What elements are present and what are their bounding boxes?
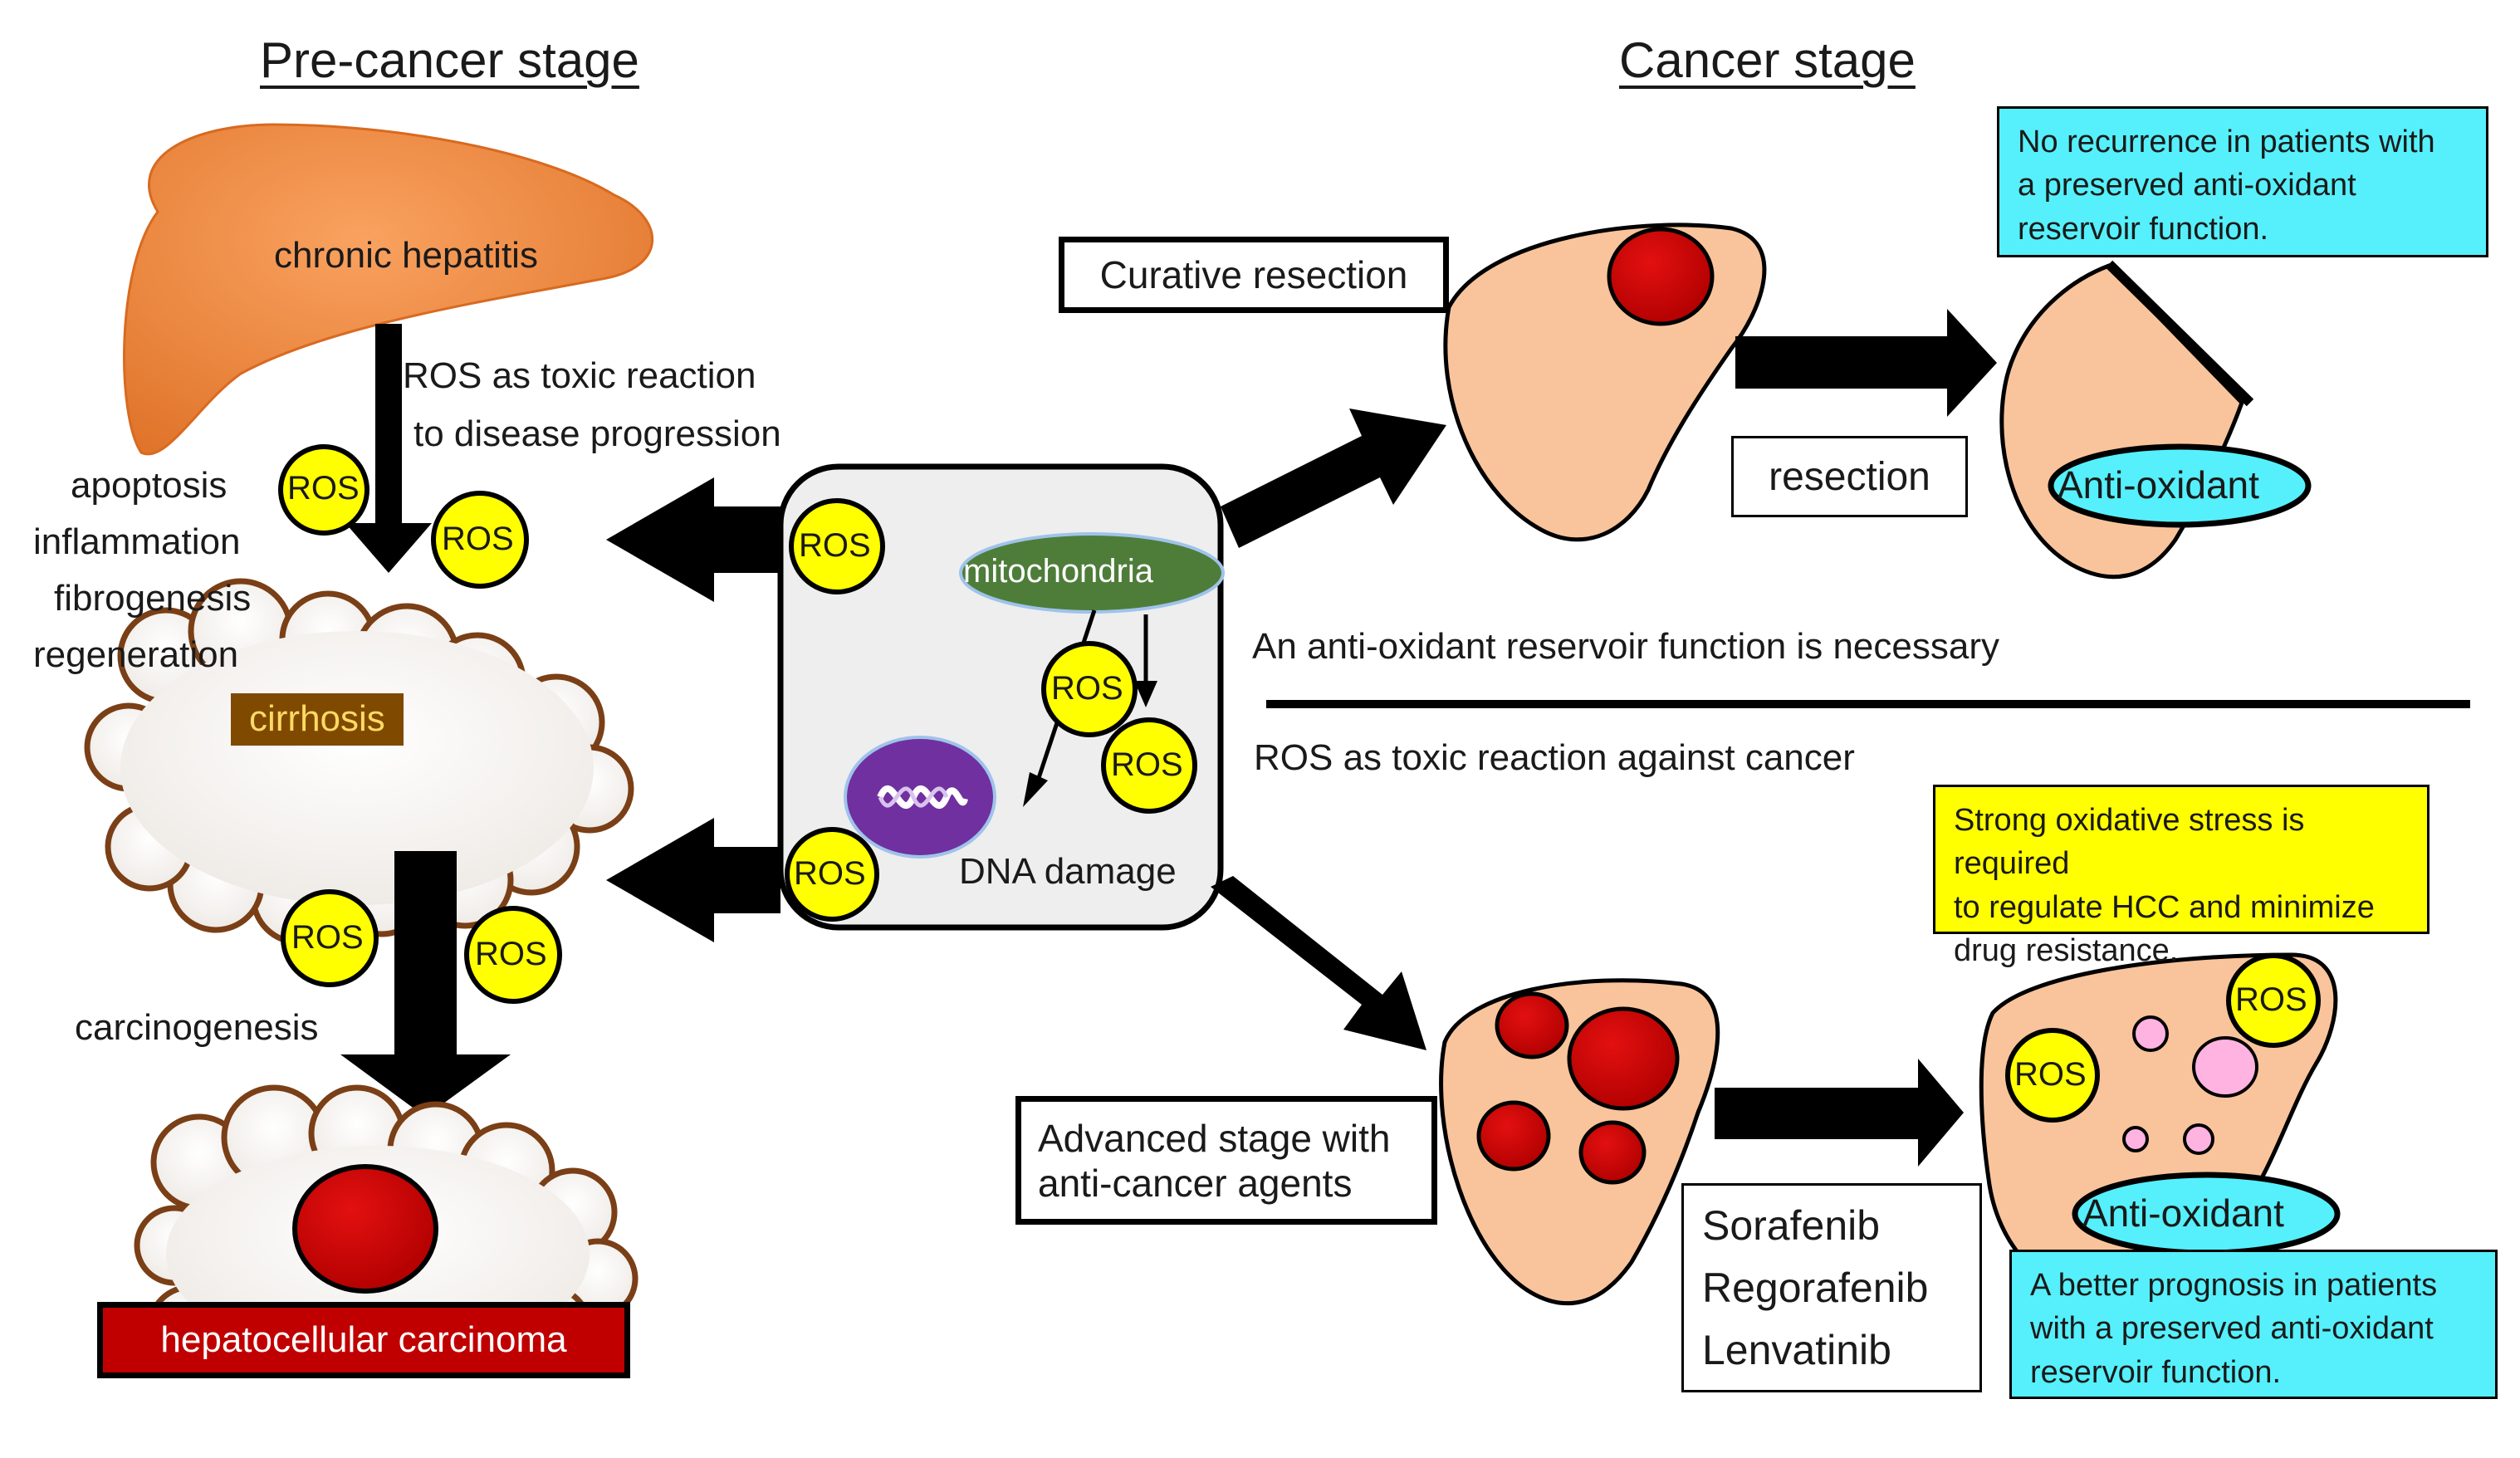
chronic-hepatitis-liver (123, 123, 654, 456)
process-regeneration: regeneration (33, 634, 239, 675)
ros-label: ROS (2014, 1056, 2087, 1093)
cancer-heading: Cancer stage (1619, 32, 1916, 88)
drug-lenvatinib: Lenvatinib (1702, 1326, 1891, 1373)
note-line: with a preserved anti-oxidant (2030, 1311, 2434, 1347)
note-line: reservoir function. (2030, 1354, 2282, 1390)
advanced-anti-oxidant-label: Anti-oxidant (2082, 1191, 2284, 1235)
hcc-label: hepatocellular carcinoma (97, 1302, 630, 1378)
drug-sorafenib: Sorafenib (1702, 1201, 1881, 1249)
no-recurrence-note: No recurrence in patients with a preserv… (1997, 106, 2488, 257)
curative-anti-oxidant (2048, 443, 2312, 528)
arrow-cirrhosis-to-hcc (340, 851, 511, 1117)
better-prognosis-note: A better prognosis in patients with a pr… (2009, 1250, 2498, 1399)
arrow-advanced-to-treated (1715, 1059, 1964, 1167)
process-inflammation: inflammation (33, 521, 241, 562)
note-line: a preserved anti-oxidant (2018, 168, 2356, 203)
note-line: No recurrence in patients with (2018, 125, 2435, 159)
arrow-hepatitis-to-cirrhosis (345, 324, 432, 573)
carcinogenesis-label: carcinogenesis (75, 1007, 319, 1048)
curative-anti-oxidant-label: Anti-oxidant (2058, 463, 2259, 506)
process-apoptosis: apoptosis (71, 465, 228, 506)
ros-label: ROS (291, 919, 364, 956)
arrow-cell-to-hepatitis (606, 477, 780, 602)
ros-label: ROS (799, 527, 871, 564)
ros-against-cancer-text: ROS as toxic reaction against cancer (1254, 737, 1855, 778)
note-line: to regulate HCC and minimize (1954, 889, 2375, 925)
resection-line (2105, 260, 2254, 407)
hcc-tumor (292, 1164, 438, 1294)
advanced-label-line: anti-cancer agents (1038, 1161, 1353, 1205)
note-line: A better prognosis in patients (2030, 1268, 2438, 1303)
ros-toxic-label-line2: to disease progression (413, 413, 781, 454)
cirrhosis-label: cirrhosis (231, 693, 404, 746)
mitochondria-label: mitochondria (963, 553, 1154, 590)
resected-liver (1999, 263, 2244, 580)
ros-toxic-label-line1: ROS as toxic reaction (403, 355, 756, 396)
process-fibrogenesis: fibrogenesis (54, 578, 252, 619)
nucleus (844, 736, 996, 859)
curative-tumor (1607, 227, 1715, 326)
ros-label: ROS (1111, 746, 1183, 783)
reservoir-needed-text: An anti-oxidant reservoir function is ne… (1252, 626, 1999, 667)
ros-label: ROS (287, 470, 360, 506)
arrow-cell-to-advanced (1211, 876, 1426, 1050)
resection-box: resection (1731, 436, 1968, 517)
ros-circles (278, 444, 2321, 1123)
treated-tumors (2122, 1015, 2258, 1155)
chronic-hepatitis-label: chronic hepatitis (274, 235, 538, 276)
arrow-curative-to-resected (1735, 309, 1997, 417)
drug-regorafenib: Regorafenib (1702, 1264, 1929, 1311)
advanced-label-line: Advanced stage with (1038, 1116, 1391, 1160)
arrow-cell-to-curative (1221, 409, 1446, 548)
ros-label: ROS (475, 936, 547, 972)
curative-liver (1443, 223, 1767, 542)
note-line: Strong oxidative stress is required (1954, 803, 2305, 882)
ros-label: ROS (2235, 981, 2307, 1018)
ros-label: ROS (794, 855, 866, 892)
curative-resection-box: Curative resection (1059, 237, 1449, 313)
note-line: reservoir function. (2018, 211, 2269, 247)
drugs-box: Sorafenib Regorafenib Lenvatinib (1681, 1183, 1982, 1392)
advanced-tumors (1476, 991, 1680, 1185)
pre-cancer-heading: Pre-cancer stage (260, 32, 639, 88)
arrow-cell-to-cirrhosis (606, 818, 780, 942)
dna-damage-label: DNA damage (959, 851, 1177, 892)
ros-label: ROS (442, 521, 514, 557)
advanced-stage-box: Advanced stage with anti-cancer agents (1015, 1096, 1437, 1225)
ros-label: ROS (1051, 670, 1123, 707)
note-line: drug resistance. (1954, 933, 2179, 969)
oxidative-stress-note: Strong oxidative stress is required to r… (1933, 785, 2429, 968)
